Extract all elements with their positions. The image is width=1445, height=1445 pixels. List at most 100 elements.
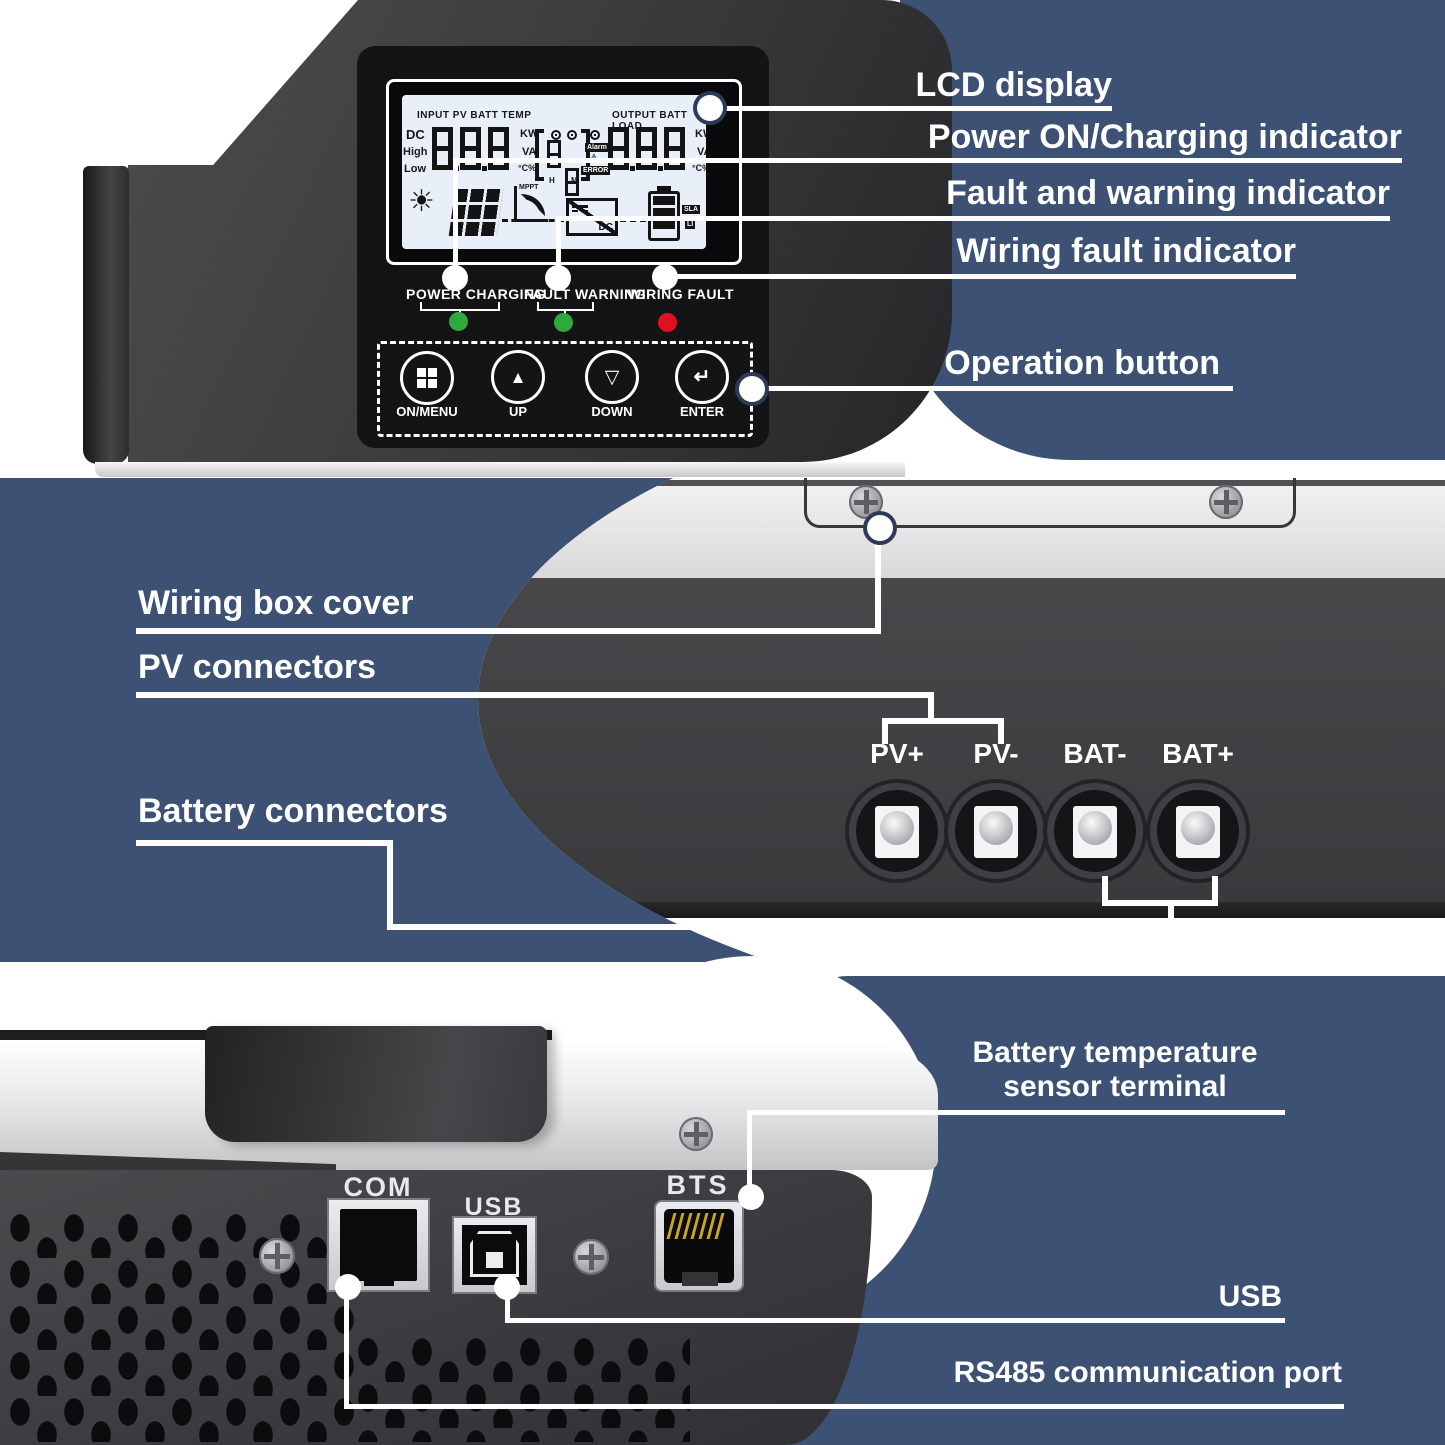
wall-mount-clamp-top	[83, 166, 129, 464]
enter-button-label: ENTER	[679, 404, 725, 419]
bts-port[interactable]	[654, 1200, 744, 1292]
lcd-bracket-right	[581, 129, 590, 181]
fault-callout-line	[558, 216, 1390, 221]
terminal-label-pv-minus: PV-	[973, 738, 1019, 769]
timer-icon-3	[590, 130, 600, 140]
fault-led	[554, 313, 573, 332]
pv-connectors-label: PV connectors	[138, 648, 377, 686]
power-indicator-dot	[442, 265, 468, 291]
lcd-low-label: Low	[404, 163, 426, 175]
lcd-callout-dot	[697, 95, 723, 121]
com-port-label: COM	[343, 1172, 413, 1202]
face-screw-right	[573, 1239, 609, 1275]
lcd-c-right: °C%	[692, 163, 706, 173]
mppt-arc	[521, 194, 545, 216]
wiring-box-cover-dot	[867, 515, 893, 541]
device-bottom-silver-edge	[95, 462, 905, 477]
mppt-curve-icon: MPPT	[514, 184, 548, 222]
battery-connectors-label: Battery connectors	[138, 792, 448, 830]
bts-callout-dot	[738, 1184, 764, 1210]
operation-callout-label: Operation button	[944, 344, 1220, 382]
fault-callout-vline	[556, 216, 561, 278]
wiring-box-cover	[478, 480, 1445, 578]
lcd-bracket-left	[535, 129, 544, 181]
bts-callout-label: Battery temperature sensor terminal	[972, 1036, 1258, 1103]
terminal-label-pv-plus: PV+	[870, 738, 924, 769]
cover-screw-right	[1209, 485, 1243, 519]
bat-minus-connector	[1047, 783, 1143, 879]
timer-icon-1	[551, 130, 561, 140]
wiring-box-cover-label: Wiring box cover	[138, 584, 414, 622]
usb-callout-line	[505, 1318, 1285, 1323]
lcd-c-left: °C%	[518, 163, 537, 173]
lcd-screen: INPUT PV BATT TEMP OUTPUT BATT LOAD DC H…	[402, 95, 706, 249]
com-callout-vline	[344, 1285, 349, 1409]
terminal-label-bat-minus: BAT-	[1063, 738, 1127, 769]
lcd-kw-right: KW	[695, 128, 706, 140]
lcd-callout-line	[710, 106, 1112, 111]
timer-icon-2	[567, 130, 577, 140]
com-port[interactable]	[327, 1198, 430, 1292]
enter-arrow-icon: ↵	[693, 366, 711, 388]
usb-b-shape	[470, 1231, 519, 1277]
power-callout-label: Power ON/Charging indicator	[927, 118, 1402, 156]
top-blue-background	[900, 0, 1445, 460]
sun-icon: ☀	[408, 185, 435, 218]
on-menu-button-label: ON/MENU	[396, 404, 458, 419]
up-button-label: UP	[508, 404, 528, 419]
triangle-down-icon: ▽	[604, 366, 620, 388]
wiring-callout-label: Wiring fault indicator	[956, 232, 1296, 270]
wiring-box-line	[136, 628, 881, 634]
power-charging-label: POWER CHARGING	[406, 286, 546, 302]
flow-dashes-left	[502, 219, 564, 222]
wiring-fault-led	[658, 313, 677, 332]
operation-callout-line	[752, 386, 1233, 391]
wiring-box-photo-circle: PV+ PV- BAT- BAT+	[478, 478, 1445, 962]
lcd-dc-label: DC	[406, 127, 425, 142]
bts-callout-vline	[747, 1110, 752, 1200]
lcd-hour-digit	[547, 140, 561, 168]
bat-plus-connector	[1150, 783, 1246, 879]
usb-callout-label: USB	[1218, 1280, 1282, 1313]
pv-plus-connector	[849, 783, 945, 879]
wiring-callout-line	[665, 274, 1296, 279]
cover-screw-left	[849, 485, 883, 519]
wiring-fault-label: WIRING FAULT	[628, 286, 735, 302]
lcd-va-right: VA	[697, 146, 706, 158]
lcd-digits-output	[608, 127, 685, 173]
fault-indicator-dot	[545, 265, 571, 291]
wiring-indicator-dot	[652, 264, 678, 290]
lcd-digits-input	[432, 127, 509, 173]
battery-callout-line	[136, 840, 393, 846]
windows-icon	[417, 368, 437, 388]
usb-port-label: USB	[464, 1193, 524, 1221]
lcd-input-header: INPUT PV BATT TEMP	[417, 110, 532, 121]
cover-recess-outline	[804, 478, 1296, 528]
triangle-up-icon: ▲	[509, 367, 527, 387]
face-screw-left	[259, 1238, 295, 1274]
power-led	[449, 312, 468, 331]
on-menu-button[interactable]	[400, 351, 454, 405]
power-callout-line	[455, 158, 1402, 163]
middle-photo-clip: PV+ PV- BAT- BAT+	[0, 478, 1445, 962]
alarm-tag: Alarm	[585, 143, 609, 152]
dc-symbol-line	[572, 205, 588, 208]
usb-callout-dot	[494, 1274, 520, 1300]
up-button[interactable]: ▲	[491, 350, 545, 404]
lcd-high-label: High	[403, 146, 428, 158]
wiring-box-bottom-edge	[478, 902, 1445, 918]
rj-gold-pins	[666, 1213, 730, 1239]
terminal-label-bat-plus: BAT+	[1162, 738, 1234, 769]
power-callout-vline	[453, 158, 458, 278]
li-tag: LI	[685, 220, 696, 229]
enter-button[interactable]: ↵	[675, 350, 729, 404]
lcd-kw-left: KW	[520, 128, 539, 140]
lcd-callout-label: LCD display	[915, 66, 1112, 104]
down-button[interactable]: ▽	[585, 350, 639, 404]
wiring-box-vline	[875, 528, 881, 634]
vent-holes-bottom	[354, 1336, 690, 1442]
band-screw	[679, 1117, 713, 1151]
sla-tag: SLA	[682, 205, 700, 214]
lcd-va-left: VA	[522, 146, 537, 158]
